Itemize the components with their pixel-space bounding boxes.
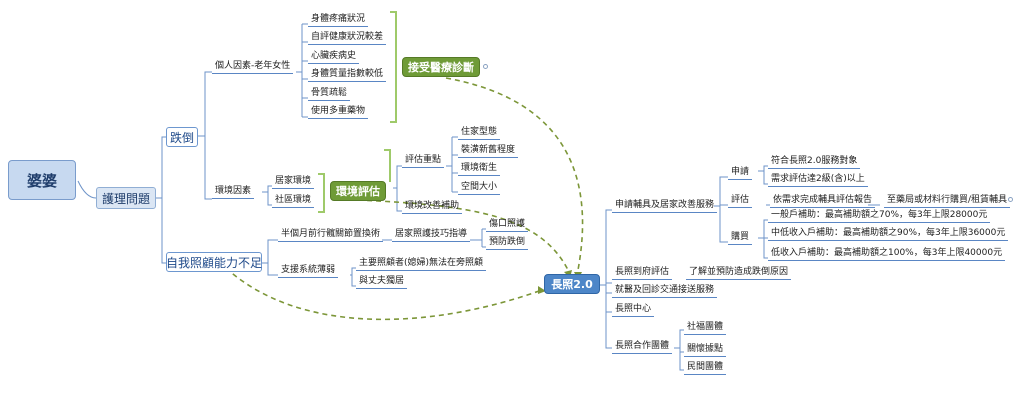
eval-point-item[interactable]: 環境衛生 <box>458 163 501 176</box>
arrow-selfcare-ltc <box>225 267 543 321</box>
assess-next-text[interactable]: 至藥局或材料行購買/租賃輔具 <box>884 195 1011 208</box>
connector-care-selfcare <box>161 198 166 264</box>
apply-item[interactable]: 符合長照2.0服務對象 <box>768 156 861 169</box>
eval-point-item[interactable]: 裝潢新舊程度 <box>458 145 519 158</box>
selfcare-node[interactable]: 自我照顧能力不足 <box>166 252 262 272</box>
home-visit-text[interactable]: 了解並預防造成跌倒原因 <box>686 267 792 280</box>
apply-item[interactable]: 需求評估達2級(含)以上 <box>768 174 868 187</box>
fall-node[interactable]: 跌倒 <box>166 127 198 147</box>
expand-icon[interactable] <box>483 64 488 69</box>
personal-item[interactable]: 身體質量指數較低 <box>308 69 387 82</box>
ltc-node[interactable]: 長照2.0 <box>544 274 600 294</box>
bracket-eval <box>384 149 391 182</box>
env-subsidy-label[interactable]: 環境改善補助 <box>402 201 463 214</box>
env-item[interactable]: 社區環境 <box>272 195 315 208</box>
support-item[interactable]: 與丈夫獨居 <box>356 276 408 289</box>
buy-item[interactable]: 低收入戶補助：最高補助額之100%，每3年上限40000元 <box>768 248 1006 261</box>
eval-point-item[interactable]: 住家型態 <box>458 127 501 140</box>
aids-service-label[interactable]: 申請輔具及居家改善服務 <box>612 200 718 213</box>
skill-item[interactable]: 預防跌倒 <box>486 237 529 250</box>
partner-item[interactable]: 關懷據點 <box>684 344 727 357</box>
partner-item[interactable]: 民間團體 <box>684 362 727 375</box>
connector-root-care <box>77 180 97 199</box>
personal-item[interactable]: 使用多重藥物 <box>308 106 369 119</box>
personal-factor-label[interactable]: 個人因素-老年女性 <box>212 61 294 74</box>
buy-label[interactable]: 購買 <box>728 232 753 245</box>
environment-eval-node[interactable]: 環境評估 <box>330 181 386 201</box>
connector-fall-env <box>204 136 212 200</box>
personal-item[interactable]: 骨質疏鬆 <box>308 88 351 101</box>
eval-point-item[interactable]: 空間大小 <box>458 182 501 195</box>
env-factor-label[interactable]: 環境因素 <box>212 186 255 199</box>
eval-points-label[interactable]: 評估重點 <box>402 155 445 168</box>
arrow-env-ltc <box>357 199 569 271</box>
hip-surgery-label[interactable]: 半個月前行髖關節置換術 <box>278 229 384 242</box>
personal-item[interactable]: 心臟疾病史 <box>308 51 360 64</box>
partner-item[interactable]: 社福團體 <box>684 322 727 335</box>
bracket-env <box>318 173 325 213</box>
support-item[interactable]: 主要照顧者(媳婦)無法在旁照顧 <box>356 258 487 271</box>
connector-fall-personal <box>198 71 212 137</box>
home-visit-label[interactable]: 長照到府評估 <box>612 267 673 280</box>
personal-item[interactable]: 自評健康狀況較差 <box>308 32 387 45</box>
transport-label[interactable]: 就醫及回診交通接送服務 <box>612 285 718 298</box>
ltc-center-label[interactable]: 長照中心 <box>612 304 655 317</box>
connector-care-fall <box>156 136 166 199</box>
home-care-skill-label[interactable]: 居家照護技巧指導 <box>392 229 471 242</box>
buy-item[interactable]: 一般戶補助：最高補助額之70%，每3年上限28000元 <box>768 210 991 223</box>
skill-item[interactable]: 傷口照護 <box>486 219 529 232</box>
expand-icon[interactable] <box>1008 197 1013 202</box>
assess-text[interactable]: 依需求完成輔具評估報告 <box>770 195 876 208</box>
buy-item[interactable]: 中低收入戶補助：最高補助額之90%，每3年上限36000元 <box>768 228 1009 241</box>
support-system-label[interactable]: 支援系統薄弱 <box>278 265 339 278</box>
care-issue-node[interactable]: 護理問題 <box>96 187 156 209</box>
partners-label[interactable]: 長照合作團體 <box>612 341 673 354</box>
root-node[interactable]: 婆婆 <box>8 160 76 200</box>
medical-diagnosis-node[interactable]: 接受醫療診斷 <box>402 57 480 77</box>
arrow-medical-ltc <box>445 77 584 271</box>
apply-label[interactable]: 申請 <box>728 167 753 180</box>
personal-item[interactable]: 身體疼痛狀況 <box>308 14 369 27</box>
env-item[interactable]: 居家環境 <box>272 176 315 189</box>
bracket-personal <box>390 11 397 123</box>
assess-label[interactable]: 評估 <box>728 195 753 208</box>
